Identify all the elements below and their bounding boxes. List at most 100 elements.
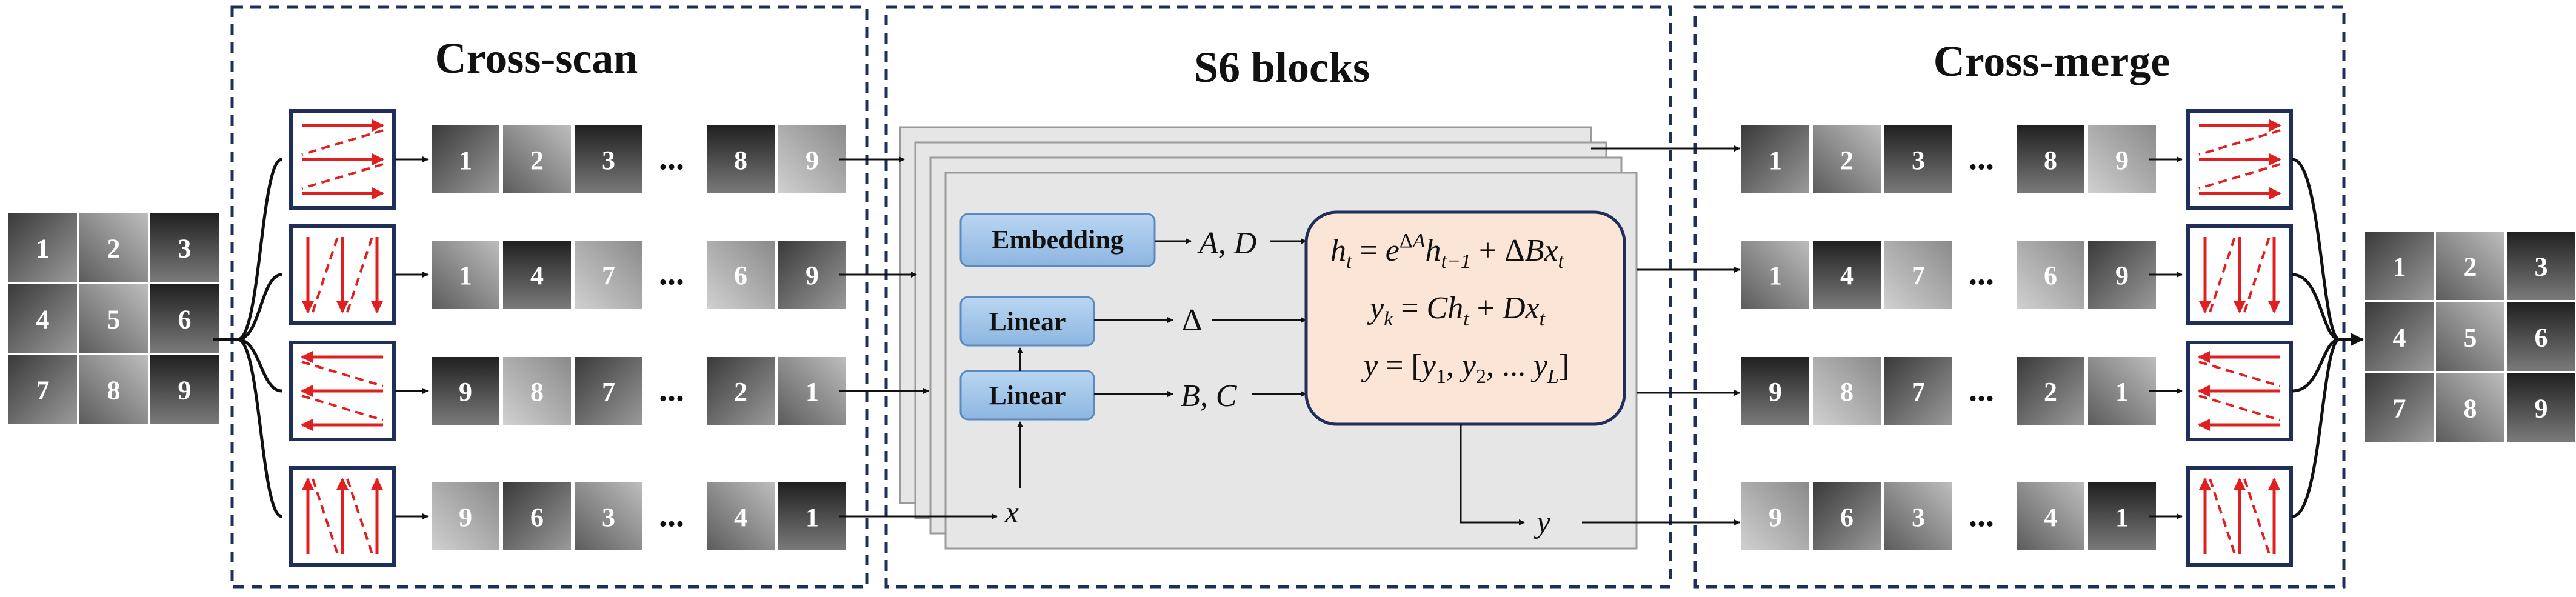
output-grid-cell-7-number: 7 xyxy=(2393,394,2406,424)
merge-sequence-1-tile-3-image xyxy=(1884,125,1952,193)
merge-sequence-4-tile-2-image xyxy=(1813,482,1881,550)
linear-bottom-box xyxy=(959,370,1095,421)
merge-sequence-4-tail-tile-2: 1 xyxy=(2088,482,2156,550)
input-grid-cell-6-image xyxy=(150,284,219,353)
merge-sequence-3-tail-tile-2: 1 xyxy=(2088,357,2156,425)
scan-sequence-1-tile-3-image xyxy=(575,125,642,193)
scan-sequence-2-tile-2: 4 xyxy=(503,241,571,309)
merge-sequence-2-tail-tile-1-image xyxy=(2017,241,2084,309)
scan-pattern-4-icon xyxy=(289,466,396,567)
output-grid-cell-6-image xyxy=(2507,302,2575,371)
output-grid-cell-5-image xyxy=(2436,302,2504,371)
scan-sequence-1-tile-2-number: 2 xyxy=(530,145,544,175)
merge-pattern-1-icon-return-2 xyxy=(2198,163,2281,190)
linear-top-box xyxy=(959,296,1095,347)
output-grid-cell-8: 8 xyxy=(2436,373,2504,442)
input-grid-cell-7: 7 xyxy=(8,355,77,424)
scan-sequence-2-tail-tile-2-image xyxy=(778,241,846,309)
merge-sequence-1-tile-1: 1 xyxy=(1741,125,1809,193)
s6-blocks-frame xyxy=(884,5,1672,589)
scan-sequence-2-tile-2-number: 4 xyxy=(530,261,544,290)
input-grid-cell-8-number: 8 xyxy=(107,376,121,405)
output-fan-in xyxy=(2292,158,2341,518)
scan-sequence-3-tile-3-image xyxy=(575,357,642,425)
merge-sequence-3-tail-tile-2-number: 1 xyxy=(2115,377,2129,407)
input-grid-cell-4-number: 4 xyxy=(36,305,50,335)
scan-sequence-1-tail-tile-2: 9 xyxy=(778,125,846,193)
scan-sequence-2-tail-tile-1-image xyxy=(707,241,775,309)
input-grid-cell-8: 8 xyxy=(79,355,148,424)
scan-sequence-2-tail-tile-1-number: 6 xyxy=(734,261,747,290)
scan-sequence-1-tail-tile-1: 8 xyxy=(707,125,775,193)
merge-sequence-1-tail-tile-1-image xyxy=(2017,125,2084,193)
merge-sequence-1-tile-2-image xyxy=(1813,125,1881,193)
scan-pattern-3-icon-return-1 xyxy=(301,361,384,387)
scan-sequence-4-tile-1: 9 xyxy=(432,482,499,550)
input-grid-cell-2: 2 xyxy=(79,213,148,282)
merge-sequence-3-tail-tile-2-image xyxy=(2088,357,2156,425)
scan-sequence-1-tile-3-number: 3 xyxy=(602,145,615,175)
label-a-d: A, D xyxy=(1197,226,1256,261)
merge-sequence-3-tile-1: 9 xyxy=(1741,357,1809,425)
scan-pattern-1-icon-return-2 xyxy=(301,163,384,190)
input-grid-cell-9-image xyxy=(150,355,219,424)
merge-sequence-3-tile-3-image xyxy=(1884,357,1952,425)
merge-sequence-3-tile-3-number: 7 xyxy=(1912,377,1925,407)
merge-sequence-4-tail-tile-1-number: 4 xyxy=(2044,502,2057,532)
scan-sequence-1-tail-tile-2-image xyxy=(778,125,846,193)
output-grid-cell-8-number: 8 xyxy=(2464,394,2477,424)
merge-sequence-3-ellipsis: ... xyxy=(1969,371,1994,409)
linear-top-label: Linear xyxy=(989,307,1066,336)
scan-sequence-2-ellipsis: ... xyxy=(659,255,684,292)
s6-blocks-title: S6 blocks xyxy=(1194,43,1370,92)
label-y: y xyxy=(1533,505,1551,539)
input-grid-cell-4-image xyxy=(8,284,77,353)
scan-sequence-1-tile-3: 3 xyxy=(575,125,642,193)
scan-sequence-2-tail-tile-2: 9 xyxy=(778,241,846,309)
merge-sequence-2-tail-tile-2-image xyxy=(2088,241,2156,309)
merge-sequence-1-tail-tile-1: 8 xyxy=(2017,125,2084,193)
scan-sequence-1-tile-1-number: 1 xyxy=(459,145,472,175)
scan-sequence-1-tail-tile-1-number: 8 xyxy=(734,145,747,175)
output-grid-cell-4: 4 xyxy=(2365,302,2434,371)
label-delta: Δ xyxy=(1182,303,1202,338)
input-grid-cell-6: 6 xyxy=(150,284,219,353)
scan-sequence-4-tail-tile-2-image xyxy=(778,482,846,550)
merge-pattern-3-icon xyxy=(2186,341,2293,441)
merge-sequence-4-tail-tile-1: 4 xyxy=(2017,482,2084,550)
cross-scan-frame xyxy=(230,5,869,589)
merge-sequence-2-tail-tile-1-number: 6 xyxy=(2044,261,2057,290)
cross-merge-frame xyxy=(1693,5,2346,589)
output-grid-cell-3: 3 xyxy=(2507,232,2575,300)
scan-sequence-4-tile-1-image xyxy=(432,482,499,550)
input-grid-cell-6-number: 6 xyxy=(178,305,192,335)
scan-sequence-4-tile-2-number: 6 xyxy=(530,502,544,532)
scan-sequence-2-tail-tile-2-number: 9 xyxy=(806,261,819,290)
input-grid-cell-3-image xyxy=(150,213,219,282)
merge-pattern-2-icon xyxy=(2186,224,2293,325)
scan-sequence-3-tile-3-number: 7 xyxy=(602,377,615,407)
scan-sequence-4-tail-tile-1-number: 4 xyxy=(734,502,747,532)
scan-sequence-4-tail-tile-1-image xyxy=(707,482,775,550)
embedding-label: Embedding xyxy=(992,225,1124,255)
scan-pattern-2-icon xyxy=(289,224,396,325)
merge-sequence-1-tile-2-number: 2 xyxy=(1840,145,1854,175)
output-grid-cell-5-number: 5 xyxy=(2464,323,2477,353)
merge-sequence-2-tile-3: 7 xyxy=(1884,241,1952,309)
merge-sequence-4-tile-3-image xyxy=(1884,482,1952,550)
scan-sequence-4-ellipsis: ... xyxy=(659,496,684,534)
output-grid-cell-3-image xyxy=(2507,232,2575,300)
merge-sequence-2-tile-1: 1 xyxy=(1741,241,1809,309)
merge-sequence-2-tile-3-number: 7 xyxy=(1912,261,1925,290)
scan-sequence-4-tile-3-number: 3 xyxy=(602,502,615,532)
scan-sequence-3-tail-tile-1-number: 2 xyxy=(734,377,747,407)
scan-sequence-3-tile-3: 7 xyxy=(575,357,642,425)
scan-sequence-4-tail-tile-2: 1 xyxy=(778,482,846,550)
merge-sequence-2-tile-1-image xyxy=(1741,241,1809,309)
output-grid-cell-1: 1 xyxy=(2365,232,2434,300)
scan-sequence-3-tile-2-number: 8 xyxy=(530,377,544,407)
merge-pattern-3-icon-return-2 xyxy=(2198,395,2281,421)
scan-sequence-1-tile-2-image xyxy=(503,125,571,193)
output-grid-cell-2-number: 2 xyxy=(2464,252,2477,282)
scan-sequence-2-tile-3-image xyxy=(575,241,642,309)
